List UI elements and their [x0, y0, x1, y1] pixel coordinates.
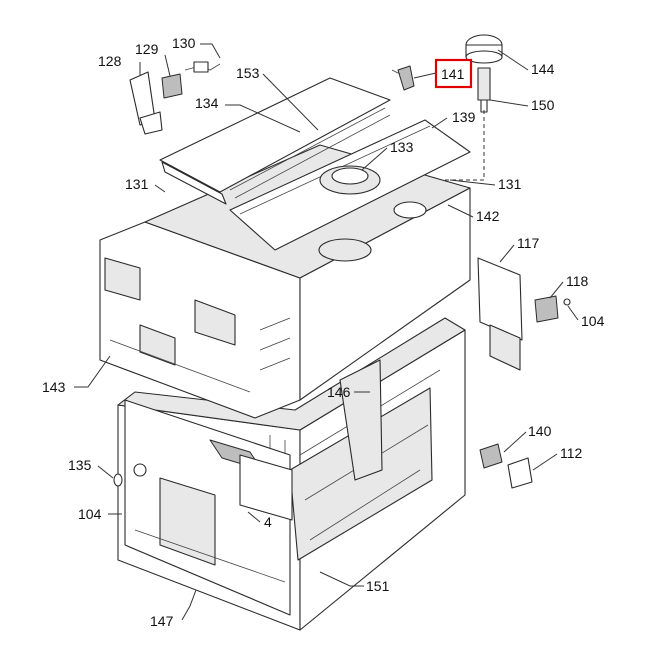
callout-141: 141	[441, 66, 465, 82]
callout-112: 112	[560, 445, 583, 461]
callout-150: 150	[531, 97, 555, 113]
knob-part	[465, 34, 503, 64]
callout-4: 4	[264, 514, 272, 530]
gasket-plate-part	[534, 295, 571, 323]
highlight-box	[434, 58, 473, 89]
front-module-part	[124, 399, 293, 616]
bracket-part	[129, 71, 163, 135]
callout-143: 143	[42, 379, 66, 395]
callout-140: 140	[528, 423, 552, 439]
callout-153: 153	[236, 65, 260, 81]
control-board-part	[477, 257, 523, 371]
callout-117: 117	[517, 235, 540, 251]
shaft-part	[477, 67, 491, 113]
callout-104-right: 104	[581, 313, 605, 329]
callout-104-left: 104	[78, 506, 102, 522]
callout-144: 144	[531, 61, 555, 77]
callout-131-right: 131	[498, 176, 522, 192]
callout-146: 146	[327, 384, 351, 400]
connector-part	[479, 443, 503, 469]
callout-147: 147	[150, 613, 174, 629]
callout-118: 118	[566, 273, 589, 289]
callout-151: 151	[366, 578, 390, 594]
callout-129: 129	[135, 41, 159, 57]
callout-142: 142	[476, 208, 500, 224]
callout-133: 133	[390, 139, 414, 155]
callout-139: 139	[452, 109, 476, 125]
seal-ring-part	[113, 473, 123, 487]
callout-131-left: 131	[125, 176, 149, 192]
switch-141-part	[391, 65, 415, 91]
callout-135: 135	[68, 457, 92, 473]
callout-128: 128	[98, 53, 122, 69]
label-plate-part	[161, 73, 183, 99]
cover-plate-part	[159, 77, 391, 205]
callout-134: 134	[195, 95, 219, 111]
leader-lines	[74, 43, 579, 621]
lid-part	[229, 119, 471, 251]
callout-130: 130	[172, 35, 196, 51]
wire-harness-part	[184, 61, 221, 73]
assembly-line	[445, 110, 485, 181]
callout-labels: 128 129 130 153 134 141 144 150 139 133 …	[42, 35, 605, 629]
valve-part	[507, 457, 533, 489]
